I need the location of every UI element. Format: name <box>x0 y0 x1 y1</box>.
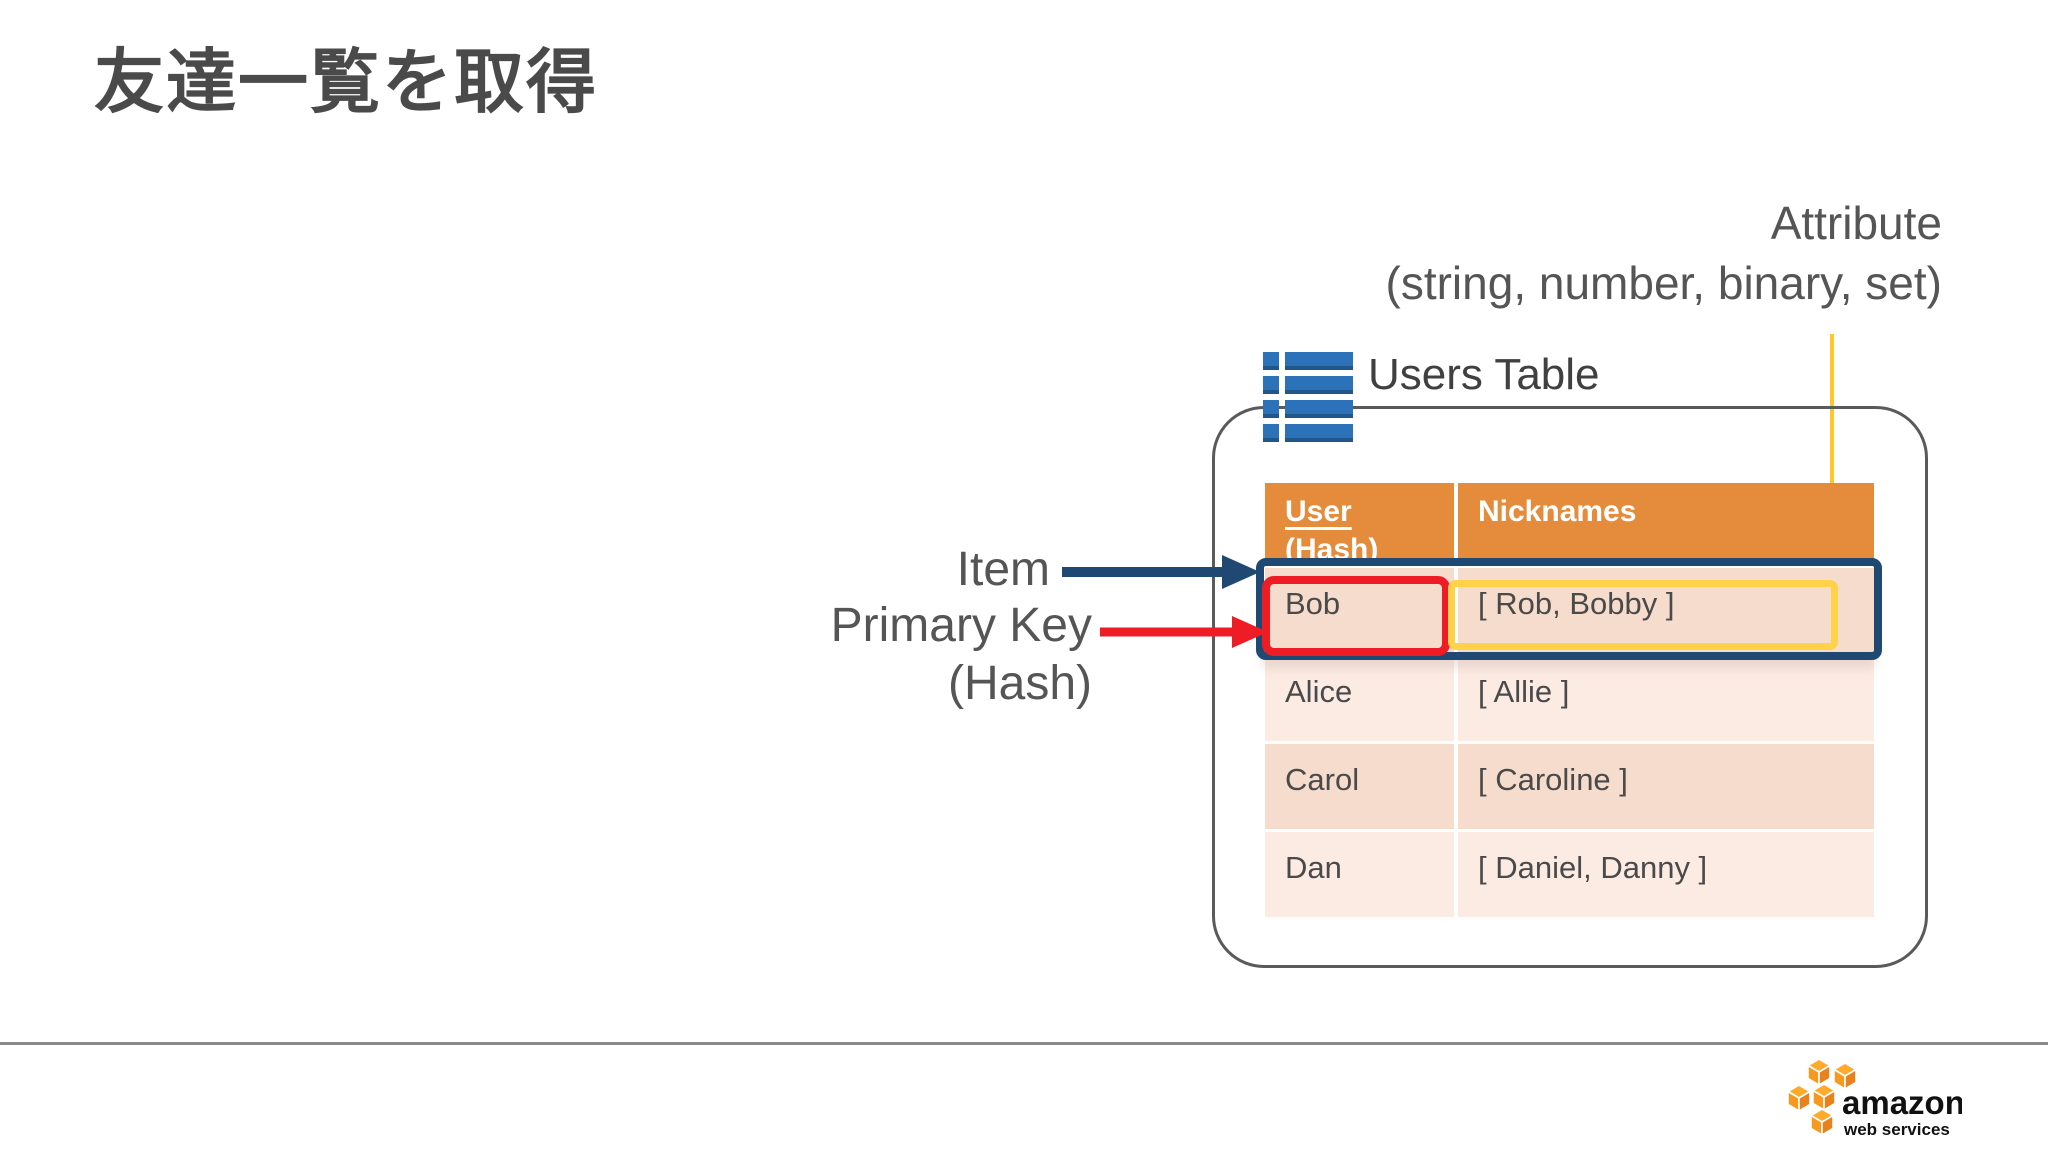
attribute-annotation-line1: Attribute <box>1770 197 1942 249</box>
users-table-container <box>1212 406 1928 968</box>
item-label: Item <box>956 543 1050 596</box>
cell-nicknames: [ Allie ] <box>1478 674 1570 709</box>
cell-nicknames: [ Rob, Bobby ] <box>1478 586 1675 621</box>
cell-user: Alice <box>1265 656 1458 741</box>
table-row: Dan [ Daniel, Danny ] <box>1265 829 1874 917</box>
primary-key-hash-label: (Hash) <box>947 657 1092 710</box>
cell-user: Carol <box>1265 744 1458 829</box>
aws-logo-text: amazon <box>1842 1084 1962 1121</box>
users-table: User (Hash) Nicknames Bob [ Rob, Bobby ]… <box>1265 483 1874 917</box>
table-title: Users Table <box>1368 350 1600 399</box>
table-row: Bob [ Rob, Bobby ] <box>1265 565 1874 653</box>
primary-key-label: Primary Key <box>830 599 1092 652</box>
aws-logo: amazon web services <box>1787 1058 1962 1139</box>
cell-user: Bob <box>1265 568 1458 653</box>
cell-user: Dan <box>1265 832 1458 917</box>
table-header-row: User (Hash) Nicknames <box>1265 483 1874 566</box>
cell-nicknames: [ Caroline ] <box>1478 762 1628 797</box>
attribute-annotation-line2: (string, number, binary, set) <box>1385 256 1942 309</box>
attribute-annotation: Attribute (string, number, binary, set) <box>1386 194 1942 314</box>
column-header-user: User (Hash) <box>1265 483 1458 566</box>
cell-nicknames: [ Daniel, Danny ] <box>1478 850 1708 885</box>
page-title: 友達一覧を取得 <box>94 43 598 121</box>
column-header-nicknames: Nicknames <box>1458 483 1874 565</box>
table-row: Alice [ Allie ] <box>1265 653 1874 741</box>
table-row: Carol [ Caroline ] <box>1265 741 1874 829</box>
column-header-user-sub: (Hash) <box>1285 532 1379 566</box>
column-header-nicknames-key: Nicknames <box>1478 495 1637 528</box>
item-arrow-icon <box>1062 555 1260 589</box>
column-header-user-key: User <box>1285 495 1352 528</box>
table-rows-icon <box>1263 352 1353 442</box>
aws-logo-subtext: web services <box>1843 1120 1950 1139</box>
footer-divider <box>0 1042 2048 1045</box>
primary-key-arrow-icon <box>1100 616 1268 648</box>
